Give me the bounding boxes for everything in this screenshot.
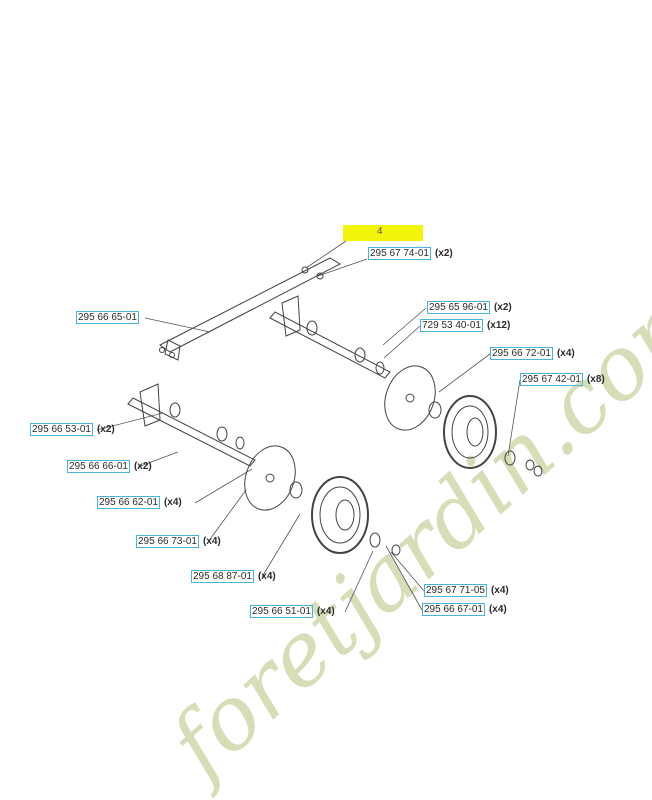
part-quantity: (x4): [257, 571, 276, 582]
part-label: 295 67 42-01(x8): [520, 373, 605, 386]
part-label: 295 65 96-01(x2): [427, 301, 512, 314]
part-label: 729 53 40-01(x12): [420, 319, 511, 332]
highlight-text: 4: [377, 226, 383, 237]
highlight-box: 4: [343, 225, 423, 241]
part-quantity: (x4): [316, 606, 335, 617]
part-number-link[interactable]: 295 65 96-01: [427, 301, 490, 314]
part-quantity: (x2): [493, 302, 512, 313]
part-number-link[interactable]: 729 53 40-01: [420, 319, 483, 332]
part-number-link[interactable]: 295 67 42-01: [520, 373, 583, 386]
part-quantity: (x4): [488, 604, 507, 615]
part-quantity: (x4): [163, 497, 182, 508]
part-label: 295 66 67-01(x4): [422, 603, 507, 616]
part-label: 295 66 66-01(x2): [67, 460, 152, 473]
part-quantity: (x12): [486, 320, 511, 331]
part-label: 295 66 62-01(x4): [97, 496, 182, 509]
part-label: 295 66 65-01: [76, 311, 143, 324]
part-number-link[interactable]: 295 66 62-01: [97, 496, 160, 509]
part-label: 295 66 51-01(x4): [250, 605, 335, 618]
part-number-link[interactable]: 295 66 67-01: [422, 603, 485, 616]
part-quantity: (x2): [96, 424, 115, 435]
part-quantity: (x8): [586, 374, 605, 385]
part-number-link[interactable]: 295 66 51-01: [250, 605, 313, 618]
part-number-link[interactable]: 295 67 71-05: [424, 584, 487, 597]
rear-axle-assembly: [159, 257, 543, 477]
leader-lines: [96, 240, 521, 613]
part-quantity: (x2): [133, 461, 152, 472]
part-number-link[interactable]: 295 68 87-01: [191, 570, 254, 583]
part-number-link[interactable]: 295 66 73-01: [136, 535, 199, 548]
front-axle-assembly: [127, 383, 401, 556]
part-number-link[interactable]: 295 67 74-01: [368, 247, 431, 260]
part-label: 295 68 87-01(x4): [191, 570, 276, 583]
part-label: 295 66 53-01(x2): [30, 423, 115, 436]
part-quantity: (x4): [490, 585, 509, 596]
part-number-link[interactable]: 295 66 66-01: [67, 460, 130, 473]
part-label: 295 66 72-01(x4): [490, 347, 575, 360]
part-number-link[interactable]: 295 66 53-01: [30, 423, 93, 436]
part-label: 295 66 73-01(x4): [136, 535, 221, 548]
part-number-link[interactable]: 295 66 65-01: [76, 311, 139, 324]
part-quantity: (x4): [202, 536, 221, 547]
part-label: 295 67 74-01(x2): [368, 247, 453, 260]
part-number-link[interactable]: 295 66 72-01: [490, 347, 553, 360]
part-quantity: (x4): [556, 348, 575, 359]
part-quantity: (x2): [434, 248, 453, 259]
part-label: 295 67 71-05(x4): [424, 584, 509, 597]
